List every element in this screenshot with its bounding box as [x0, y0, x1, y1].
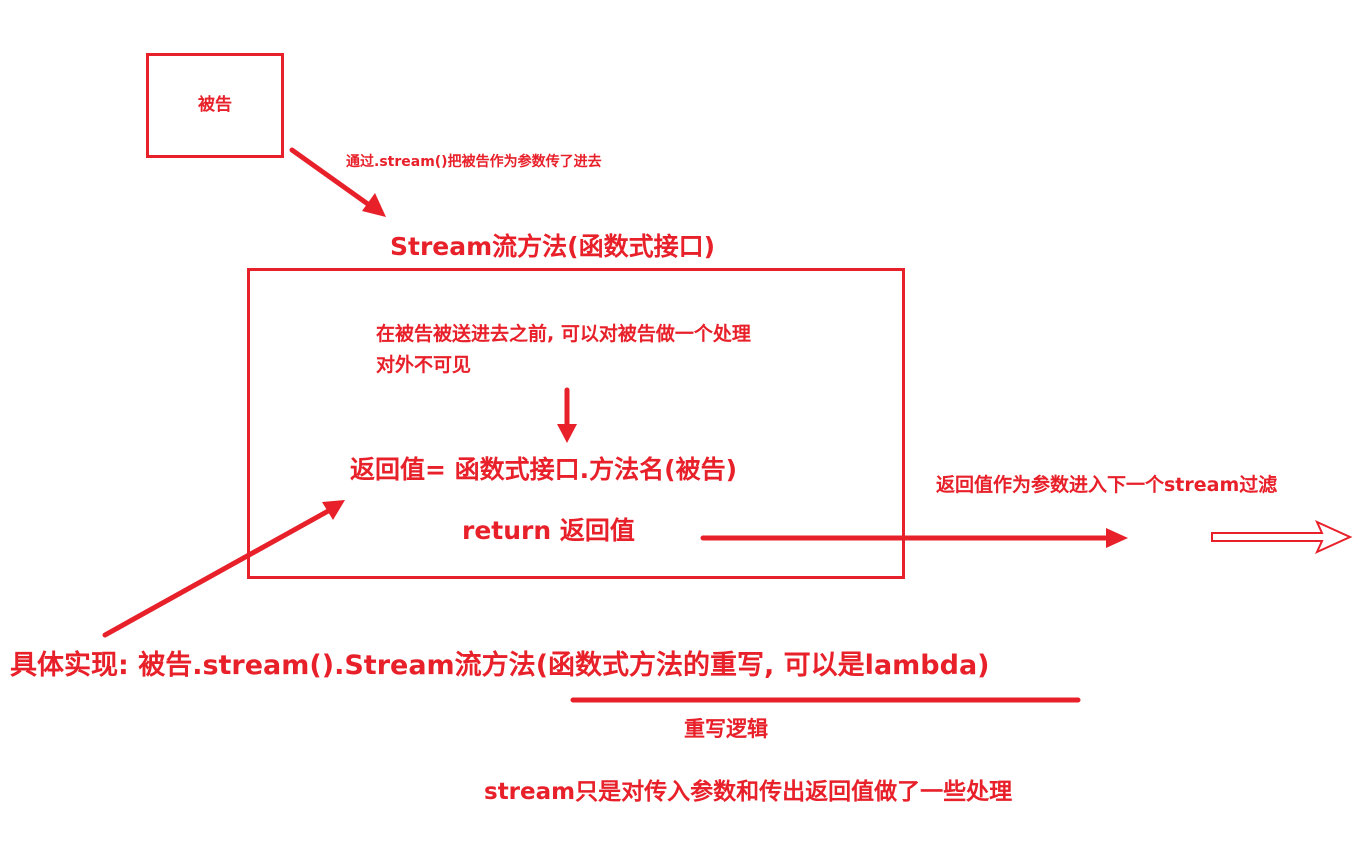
implementation-prefix: 具体实现: 被告.stream().Stream流方法 — [10, 650, 536, 681]
rewrite-logic-label: 重写逻辑 — [684, 717, 768, 741]
implementation-line: 具体实现: 被告.stream().Stream流方法(函数式方法的重写, 可以… — [10, 652, 990, 679]
return-assign-text: 返回值= 函数式接口.方法名(被告) — [350, 455, 738, 484]
pass-in-label: 通过.stream()把被告作为参数传了进去 — [346, 154, 602, 170]
preprocess-note-line2: 对外不可见 — [376, 354, 472, 376]
stream-method-title: Stream流方法(函数式接口) — [390, 232, 716, 261]
return-arrowhead — [1106, 528, 1128, 548]
defendant-box: 被告 — [146, 53, 284, 158]
next-stream-hollow-arrow — [1211, 519, 1353, 555]
defendant-label: 被告 — [198, 95, 232, 115]
preprocess-note-line1: 在被告被送进去之前, 可以对被告做一个处理 — [376, 323, 751, 345]
next-stream-label: 返回值作为参数进入下一个stream过滤 — [936, 474, 1278, 496]
implementation-suffix: (函数式方法的重写, 可以是lambda) — [535, 650, 990, 681]
return-statement-text: return 返回值 — [462, 516, 635, 545]
pass-in-arrowhead — [362, 193, 386, 217]
preprocess-arrowhead — [557, 424, 577, 443]
implementation-arrow-line — [102, 507, 333, 638]
stream-method-box — [247, 268, 905, 579]
summary-text: stream只是对传入参数和传出返回值做了一些处理 — [484, 779, 1013, 805]
implementation-arrowhead — [322, 500, 345, 520]
pass-in-arrow-line — [289, 147, 375, 210]
